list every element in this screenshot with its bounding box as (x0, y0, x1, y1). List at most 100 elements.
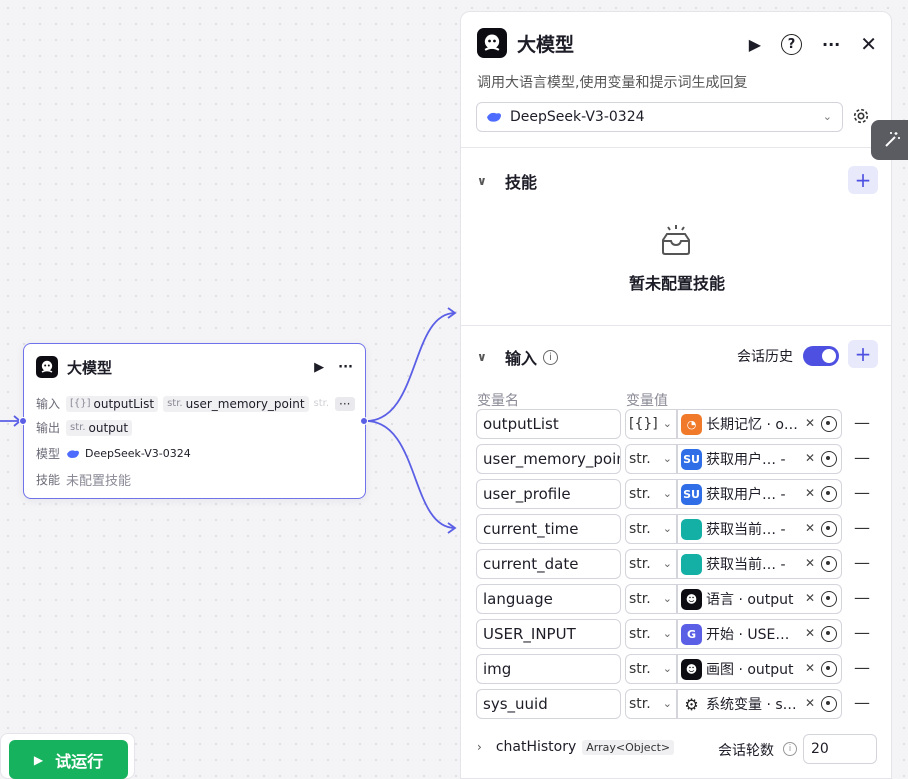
target-icon[interactable] (821, 696, 837, 712)
info-icon[interactable]: i (543, 349, 559, 365)
output-tag: str.output (66, 419, 133, 436)
add-input-button[interactable]: + (848, 340, 878, 368)
variable-type-select[interactable]: str.⌄ (625, 689, 677, 719)
remove-variable-button[interactable]: — (854, 693, 870, 712)
target-icon[interactable] (821, 556, 837, 572)
variable-type-select[interactable]: str.⌄ (625, 514, 677, 544)
more-inputs-badge[interactable]: ··· (335, 396, 355, 411)
variable-name-input[interactable]: user_profile (476, 479, 621, 509)
clear-icon[interactable]: ✕ (804, 521, 815, 535)
variable-type-select[interactable]: str.⌄ (625, 444, 677, 474)
more-icon[interactable]: ··· (338, 360, 353, 375)
remove-variable-button[interactable]: — (854, 588, 870, 607)
variable-value-ref[interactable]: ☻语言 · output✕ (677, 584, 842, 614)
node-title: 大模型 (67, 358, 113, 377)
inputs-section-header[interactable]: ∨ 输入 i (477, 345, 559, 369)
target-icon[interactable] (821, 416, 837, 432)
node-inputs-row: 输入 [{}]outputList str.user_memory_point … (36, 395, 355, 412)
help-icon[interactable]: ? (781, 33, 802, 55)
panel-description: 调用大语言模型,使用变量和提示词生成回复 (477, 75, 748, 91)
variable-name-input[interactable]: sys_uuid (476, 689, 621, 719)
rounds-input[interactable]: 20 (803, 734, 877, 764)
panel-title: 大模型 (517, 33, 575, 56)
type-badge: Array<Object> (582, 739, 675, 755)
skills-section-header[interactable]: ∨ 技能 (477, 173, 538, 192)
variable-name-input[interactable]: img (476, 654, 621, 684)
variable-value-ref[interactable]: 获取当前… -✕ (677, 514, 842, 544)
remove-variable-button[interactable]: — (854, 623, 870, 642)
variable-type-select[interactable]: str.⌄ (625, 619, 677, 649)
target-icon[interactable] (821, 626, 837, 642)
variable-name-input[interactable]: language (476, 584, 621, 614)
node-output-port[interactable] (360, 417, 368, 425)
target-icon[interactable] (821, 661, 837, 677)
variable-value-ref[interactable]: ☻画图 · output✕ (677, 654, 842, 684)
clear-icon[interactable]: ✕ (804, 556, 815, 570)
skills-empty-text: 暂未配置技能 (628, 274, 725, 293)
remove-variable-button[interactable]: — (854, 518, 870, 537)
model-select[interactable]: DeepSeek-V3-0324 ⌄ (476, 102, 843, 132)
clear-icon[interactable]: ✕ (804, 451, 815, 465)
target-icon[interactable] (821, 451, 837, 467)
clear-icon[interactable]: ✕ (804, 696, 815, 710)
chevron-down-icon: ⌄ (662, 487, 672, 500)
clear-icon[interactable]: ✕ (804, 591, 815, 605)
remove-variable-button[interactable]: — (854, 413, 870, 432)
target-icon[interactable] (821, 521, 837, 537)
clear-icon[interactable]: ✕ (804, 486, 815, 500)
magic-wand-icon (885, 132, 900, 147)
chevron-down-icon: ⌄ (662, 627, 672, 640)
variable-type-select[interactable]: str.⌄ (625, 584, 677, 614)
remove-variable-button[interactable]: — (854, 448, 870, 467)
variable-name-input[interactable]: current_time (476, 514, 621, 544)
history-toggle[interactable] (803, 346, 839, 366)
remove-variable-button[interactable]: — (854, 553, 870, 572)
magic-wand-button[interactable] (871, 120, 908, 160)
chat-history-row[interactable]: › chatHistory Array<Object> (477, 739, 675, 755)
variable-type-select[interactable]: str.⌄ (625, 479, 677, 509)
target-icon[interactable] (821, 591, 837, 607)
more-icon[interactable]: ··· (822, 34, 841, 54)
variable-type-select[interactable]: str.⌄ (625, 549, 677, 579)
llm-icon: ☻ (681, 658, 702, 680)
clear-icon[interactable]: ✕ (804, 626, 815, 640)
plugin-icon: SU (681, 483, 702, 505)
variable-name-input[interactable]: outputList (476, 409, 621, 439)
llm-node-card[interactable]: 大模型 ▶ ··· 输入 [{}]outputList str.user_mem… (19, 343, 368, 499)
input-variable-row: outputList[{}]⌄◔长期记忆 · o…✕ — (476, 409, 876, 439)
variable-name-input[interactable]: user_memory_point (476, 444, 621, 474)
chevron-down-icon: ∨ (477, 350, 487, 364)
clear-icon[interactable]: ✕ (804, 416, 815, 430)
rounds-label: 会话轮数 (718, 743, 774, 759)
info-icon[interactable]: i (783, 742, 797, 756)
remove-variable-button[interactable]: — (854, 483, 870, 502)
test-run-button[interactable]: ▶ 试运行 (9, 740, 128, 779)
play-icon[interactable]: ▶ (314, 360, 325, 375)
empty-box-icon (662, 225, 690, 255)
col-header-name: 变量名 (477, 393, 519, 409)
input-tag: str.user_memory_point (163, 395, 309, 412)
play-icon[interactable]: ▶ (748, 34, 761, 54)
close-icon[interactable]: ✕ (860, 32, 877, 56)
node-input-port[interactable] (19, 417, 27, 425)
add-skill-button[interactable]: + (848, 166, 878, 194)
node-model-row: 模型 DeepSeek-V3-0324 (36, 447, 191, 461)
clear-icon[interactable]: ✕ (804, 661, 815, 675)
gear-icon[interactable] (852, 107, 870, 125)
variable-value-ref[interactable]: 获取当前… -✕ (677, 549, 842, 579)
input-variable-row: user_memory_pointstr.⌄SU获取用户… -✕ — (476, 444, 876, 474)
variable-name-input[interactable]: current_date (476, 549, 621, 579)
variable-value-ref[interactable]: ⚙系统变量 · s…✕ (677, 689, 842, 719)
node-config-panel: 大模型 ▶ ? ··· ✕ 调用大语言模型,使用变量和提示词生成回复 DeepS… (460, 11, 892, 779)
target-icon[interactable] (821, 486, 837, 502)
variable-value-ref[interactable]: ◔长期记忆 · o…✕ (677, 409, 842, 439)
remove-variable-button[interactable]: — (854, 658, 870, 677)
variable-type-select[interactable]: str.⌄ (625, 654, 677, 684)
node-output-row: 输出 str.output (36, 419, 137, 436)
variable-type-select[interactable]: [{}]⌄ (625, 409, 677, 439)
variable-name-input[interactable]: USER_INPUT (476, 619, 621, 649)
